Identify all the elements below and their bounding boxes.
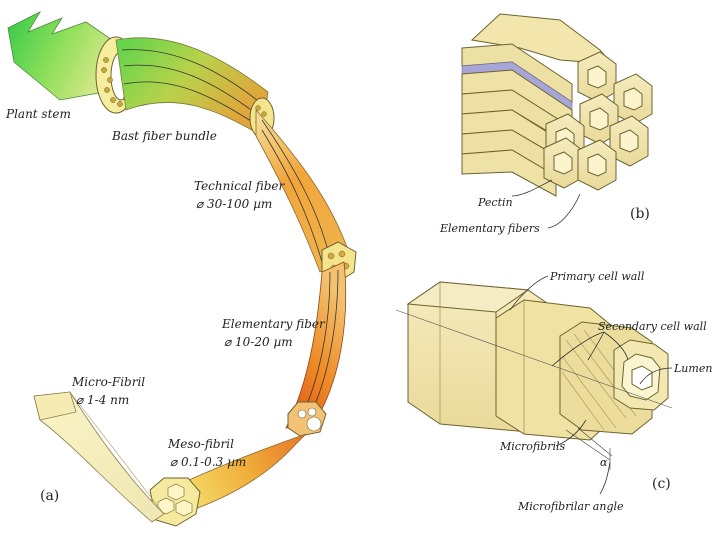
elementary-fiber-shape (285, 261, 347, 429)
elementary-fiber-hexagons (543, 51, 653, 191)
label-meso-fibril-size: ⌀ 0.1-0.3 µm (170, 455, 246, 469)
label-technical-fiber-size: ⌀ 30-100 µm (196, 197, 272, 211)
panel-label-c: (c) (652, 476, 671, 492)
label-bast-fiber-bundle: Bast fiber bundle (111, 129, 217, 143)
hex-fiber (577, 51, 617, 103)
panel-c-diagram: Primary cell wall Secondary cell wall Lu… (395, 270, 712, 513)
label-plant-stem: Plant stem (5, 107, 71, 121)
panel-label-a: (a) (40, 488, 59, 504)
panel-a-diagram: Plant stem Bast fiber bundle Technical f… (5, 11, 357, 527)
label-technical-fiber: Technical fiber (194, 179, 286, 193)
bast-fiber-bundle-shape (115, 37, 269, 137)
plant-stem-shape (7, 11, 119, 101)
label-primary-cell-wall: Primary cell wall (549, 270, 645, 283)
label-micro-fibril: Micro-Fibril (71, 375, 145, 389)
label-microfibrilar-angle: Microfibrilar angle (517, 500, 624, 513)
label-lumen: Lumen (673, 362, 712, 375)
label-microfibrils: Microfibrils (499, 440, 565, 453)
micro-fibril-shape (33, 391, 165, 523)
label-micro-fibril-size: ⌀ 1-4 nm (76, 393, 129, 407)
hex-fiber (543, 137, 583, 189)
label-elementary-fiber: Elementary fiber (221, 317, 326, 331)
label-elementary-fibers: Elementary fibers (439, 222, 540, 235)
label-alpha: α (600, 456, 608, 469)
panel-label-b: (b) (630, 206, 650, 222)
hex-fiber (577, 139, 617, 191)
micro-fibril-end (33, 391, 77, 421)
hex-fiber (613, 73, 653, 125)
label-elementary-fiber-size: ⌀ 10-20 µm (224, 335, 293, 349)
label-meso-fibril: Meso-fibril (167, 437, 234, 451)
label-pectin: Pectin (477, 196, 513, 209)
elementary-cross-section (287, 401, 327, 437)
label-secondary-cell-wall: Secondary cell wall (598, 320, 707, 333)
panel-b-diagram: Pectin Elementary fibers (b) (439, 13, 653, 235)
